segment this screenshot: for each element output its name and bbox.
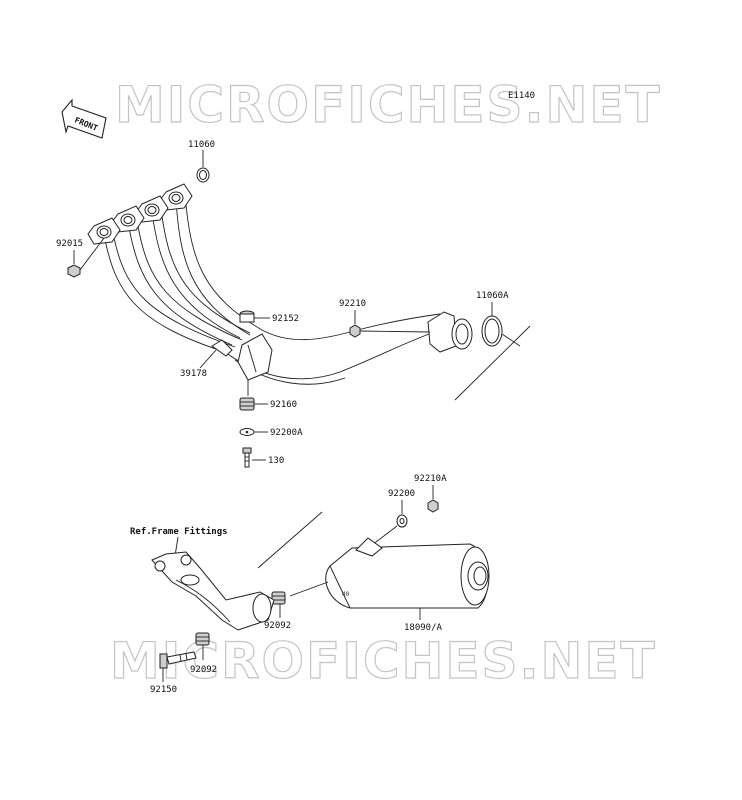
collector-clamp — [237, 333, 273, 381]
header-flange-1 — [159, 183, 193, 211]
label-92092-lower: 92092 — [190, 665, 217, 675]
label-92200: 92200 — [388, 489, 415, 499]
muffler-18090A: 40 — [325, 537, 490, 609]
label-130: 130 — [268, 456, 284, 466]
nut-92015 — [67, 264, 81, 278]
label-92092-upper: 92092 — [264, 621, 291, 631]
label-92210: 92210 — [339, 299, 366, 309]
header-flange-3 — [111, 205, 145, 233]
label-92200A: 92200A — [270, 428, 303, 438]
header-flange-4 — [87, 217, 121, 245]
nut-92210A — [427, 499, 439, 513]
damper-92092-lower — [195, 632, 210, 646]
outlet-flange — [427, 311, 473, 353]
label-92210A: 92210A — [414, 474, 447, 484]
label-11060A: 11060A — [476, 291, 509, 301]
header-flange-2 — [135, 195, 169, 223]
frame-bracket — [151, 551, 275, 631]
diagram-code: E1140 — [508, 91, 535, 101]
label-39178: 39178 — [180, 369, 207, 379]
bolt-130 — [242, 447, 252, 468]
bolt-92150 — [159, 651, 197, 669]
front-arrow-icon: FRONT — [61, 98, 107, 139]
label-18090A: 18090/A — [404, 623, 443, 633]
label-92152: 92152 — [272, 314, 299, 324]
label-92160: 92160 — [270, 400, 297, 410]
cap-92152 — [239, 310, 255, 323]
label-11060: 11060 — [188, 140, 215, 150]
watermark-bottom: MICROFICHES.NET — [110, 632, 657, 690]
bracket-39178 — [211, 339, 233, 357]
ref-frame-fittings-note: Ref.Frame Fittings — [130, 526, 228, 537]
damper-92160 — [239, 397, 255, 411]
label-92015: 92015 — [56, 239, 83, 249]
watermark-top: MICROFICHES.NET — [115, 76, 662, 134]
damper-92092-upper — [271, 591, 286, 605]
exhaust-header-pipes — [87, 183, 473, 385]
muffler-mark: 40 — [342, 591, 350, 598]
nut-92210 — [349, 324, 361, 338]
label-92150: 92150 — [150, 685, 177, 695]
